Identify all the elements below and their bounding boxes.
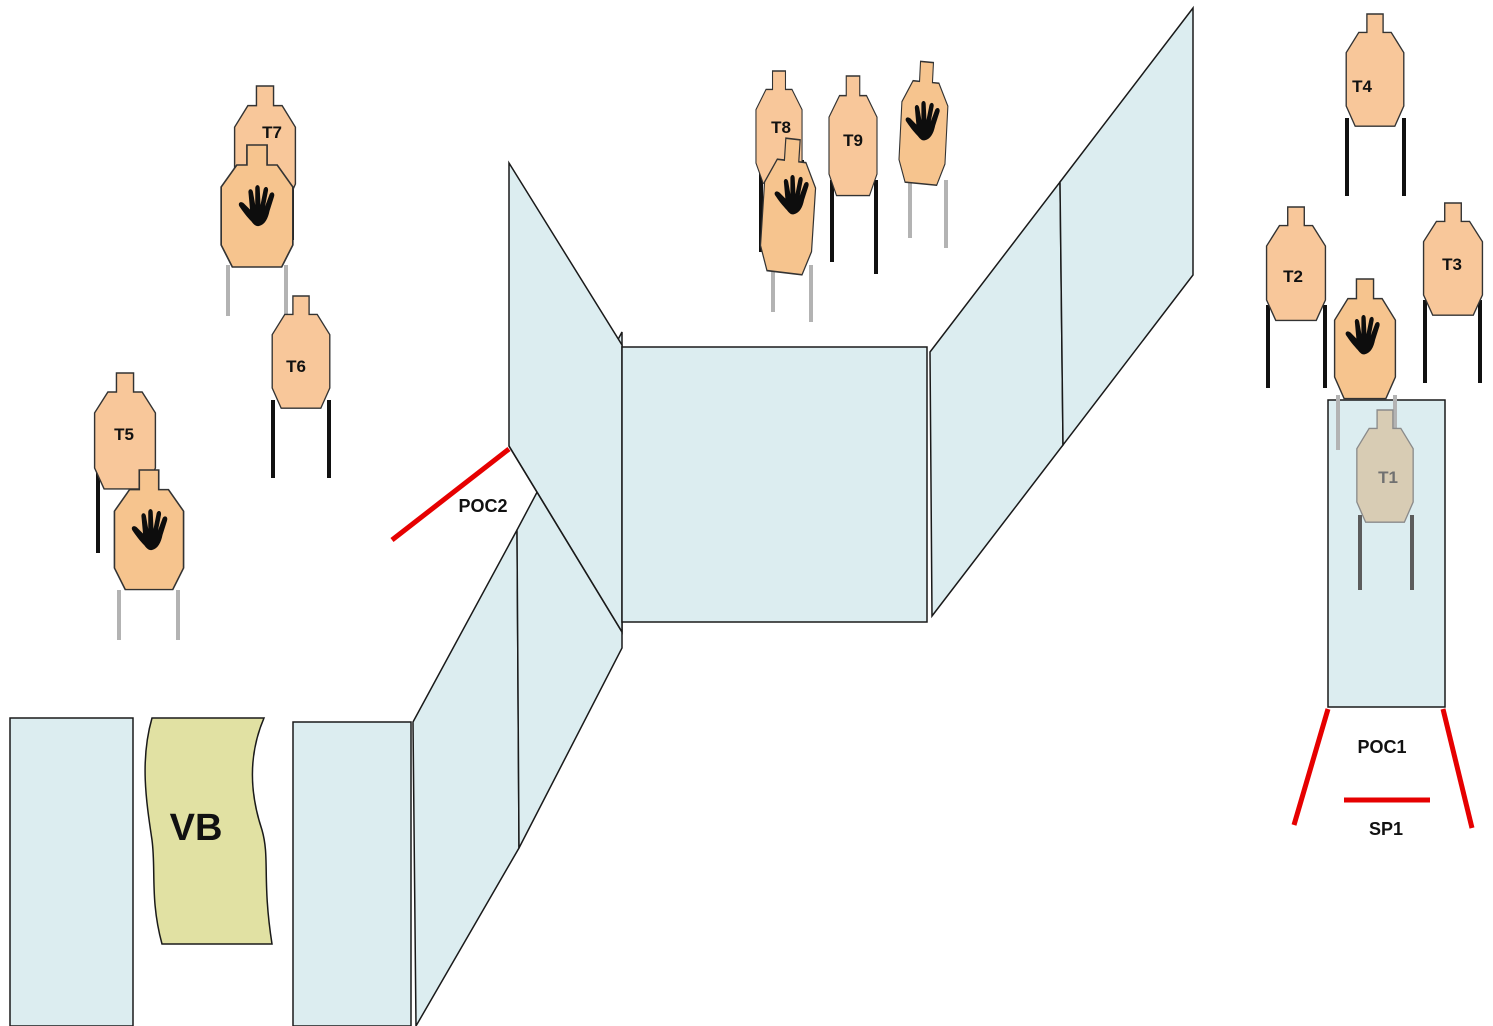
- target-t6: T6: [271, 295, 331, 478]
- center-wall-panel: [621, 346, 928, 623]
- angled-wall-right-2: [1059, 5, 1194, 448]
- target-t3: T3: [1422, 202, 1484, 383]
- target-t1-label: T1: [1378, 468, 1398, 487]
- target-t3-label: T3: [1442, 255, 1462, 274]
- poc1-fault-line-left: [1291, 708, 1331, 826]
- no-shoot-target-t7-front: [220, 144, 294, 316]
- target-t4-label: T4: [1352, 77, 1372, 96]
- no-shoot-target-t9-right: [897, 59, 951, 248]
- vision-barrier-label: VB: [170, 807, 223, 849]
- vision-barrier-shape: [144, 717, 273, 945]
- target-t7-label: T7: [262, 123, 282, 142]
- wing-wall-edge: [508, 445, 623, 633]
- target-t4: T4: [1345, 13, 1406, 196]
- no-shoot-target-t5-front: [113, 469, 185, 640]
- target-t8-label: T8: [771, 118, 791, 137]
- target-t6-label: T6: [286, 357, 306, 376]
- fault-lines: [390, 447, 1475, 829]
- target-t2-label: T2: [1283, 267, 1303, 286]
- poc1-fault-line-right: [1440, 708, 1475, 829]
- angled-wall-lower-1: [412, 529, 520, 1026]
- sp1-label: SP1: [1369, 819, 1403, 839]
- target-t1: T1: [1356, 409, 1414, 590]
- target-t2: T2: [1265, 206, 1327, 388]
- target-t9-label: T9: [843, 131, 863, 150]
- poc2-fault-line: [390, 447, 511, 542]
- left-wall-panel: [9, 717, 134, 1026]
- walls: [9, 5, 1446, 1026]
- poc1-label: POC1: [1357, 737, 1406, 757]
- angled-wall-right-1: [929, 179, 1064, 619]
- poc2-label: POC2: [458, 496, 507, 516]
- wall-panel-front: [292, 721, 412, 1026]
- target-t5-label: T5: [114, 425, 134, 444]
- vision-barrier: VB: [144, 717, 273, 945]
- target-t9: T9: [828, 75, 878, 274]
- no-shoot-target-t8-front: [758, 135, 820, 322]
